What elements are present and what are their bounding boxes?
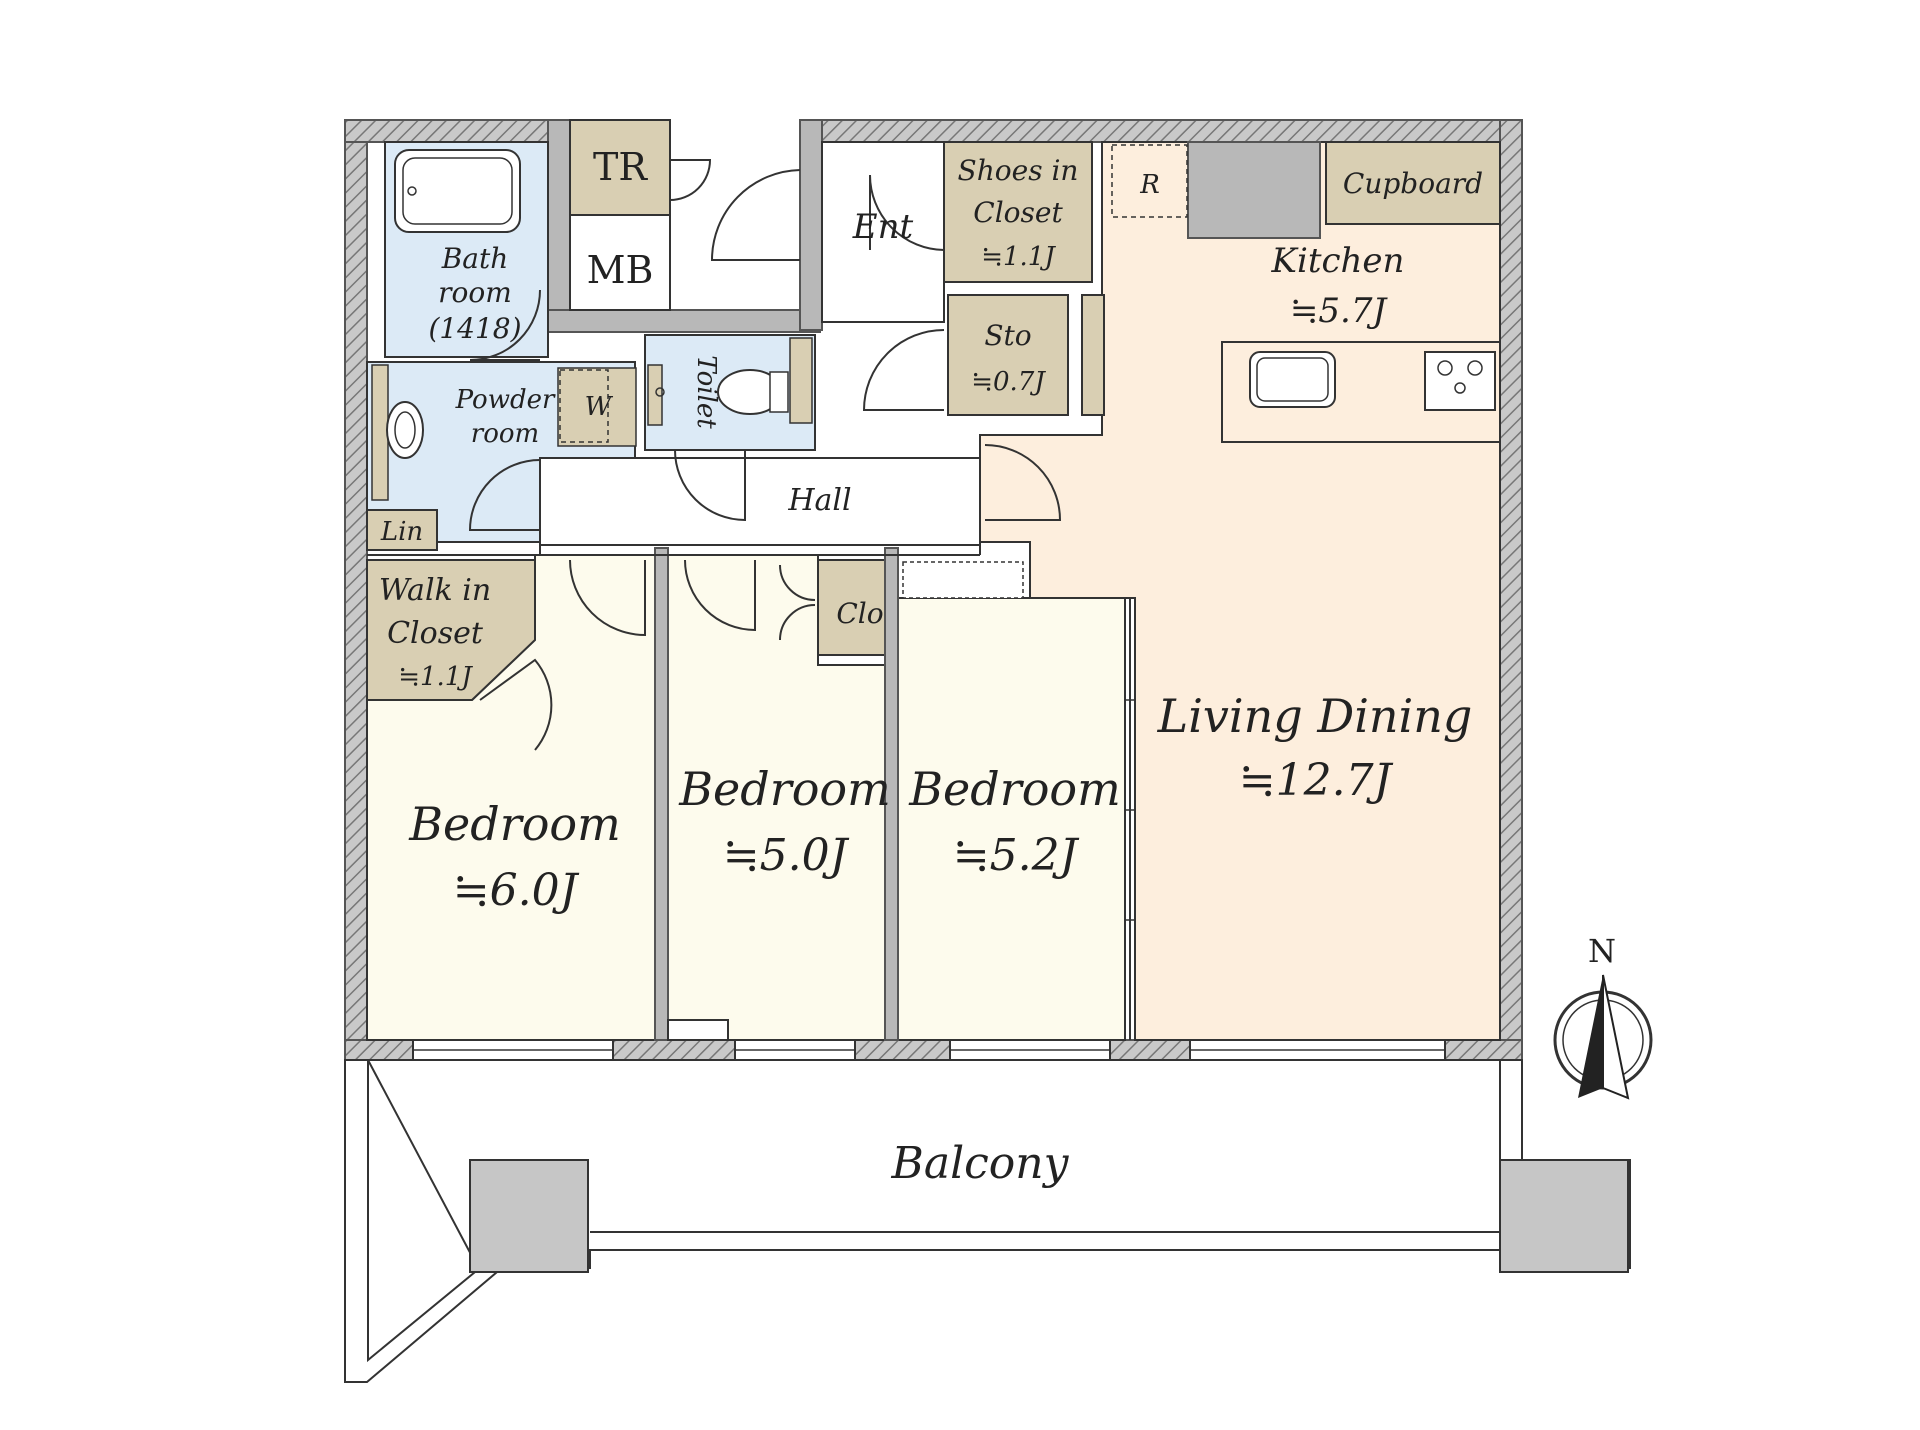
- washbasin: [386, 401, 424, 459]
- shoes-area: ≒1.1J: [981, 242, 1056, 272]
- wic-label-2: Closet: [387, 616, 484, 651]
- floor-grille: [902, 561, 1024, 599]
- toilet-cabinet: [789, 337, 813, 424]
- cupboard-label: Cupboard: [1343, 167, 1483, 200]
- pillar-right: [1499, 1159, 1629, 1273]
- storage-fills: [366, 119, 1501, 701]
- clo-closet: [817, 559, 889, 656]
- washer-outline: [559, 369, 609, 443]
- ent-label: Ent: [852, 207, 914, 247]
- kitchen-sink: [1249, 351, 1336, 408]
- balcony-label: Balcony: [891, 1138, 1070, 1189]
- sto-label: Sto: [984, 319, 1031, 352]
- toilet-label: Toilet: [691, 355, 721, 429]
- bath-label-2: room: [438, 276, 512, 309]
- bedroom-52-room: [897, 597, 1126, 1041]
- lin-closet: [366, 509, 438, 551]
- bath-label-1: Bath: [441, 242, 509, 275]
- living-area: ≒12.7J: [1239, 755, 1394, 806]
- living-label: Living Dining: [1157, 689, 1473, 743]
- mb-label: MB: [587, 248, 654, 292]
- north-arrow-icon: [1578, 975, 1603, 1098]
- hall-label: Hall: [787, 483, 851, 518]
- bedroom1-label: Bedroom: [408, 797, 620, 851]
- bathtub: [394, 149, 521, 233]
- lin-label: Lin: [380, 517, 423, 547]
- sto-side: [1081, 294, 1105, 416]
- toilet-cabinet-left: [647, 364, 663, 426]
- bedroom3-label: Bedroom: [908, 762, 1120, 816]
- bedroom3-area: ≒5.2J: [953, 830, 1080, 881]
- walk-in-closet: [366, 559, 536, 701]
- w-label: W: [585, 392, 614, 422]
- sto-area: ≒0.7J: [971, 367, 1046, 397]
- tr-box: [569, 119, 671, 216]
- clo-label: Clo: [836, 597, 883, 630]
- room-labels: TR MB Bath room (1418) Shoes in Closet ≒…: [379, 145, 1483, 1189]
- compass: N: [1553, 932, 1653, 1100]
- kitchen-area: ≒5.7J: [1290, 291, 1389, 331]
- powder-label-2: room: [471, 419, 539, 449]
- hall: [539, 457, 981, 546]
- kitchen-label: Kitchen: [1271, 241, 1405, 281]
- fridge-space: [1111, 144, 1188, 218]
- stove: [1424, 351, 1496, 411]
- entrance: [821, 141, 945, 323]
- wic-area: ≒1.1J: [398, 662, 473, 692]
- pillar-left: [469, 1159, 589, 1273]
- bedroom2-area: ≒5.0J: [723, 830, 850, 881]
- shoes-label-1: Shoes in: [958, 154, 1079, 187]
- north-label: N: [1588, 932, 1616, 970]
- washer-space: [557, 367, 637, 447]
- shoes-closet: [943, 141, 1093, 283]
- mb-box: [569, 214, 671, 311]
- fixtures: [386, 144, 1501, 599]
- doors: [468, 159, 1062, 751]
- powder-label-1: Powder: [455, 385, 556, 415]
- sto-closet: [947, 294, 1069, 416]
- bedroom2-label: Bedroom: [678, 762, 890, 816]
- wic-label-1: Walk in: [379, 573, 491, 608]
- bath-label-3: (1418): [428, 312, 521, 345]
- r-label: R: [1139, 170, 1160, 200]
- interior-walls: [367, 141, 1321, 1041]
- powder-cabinet: [371, 364, 389, 501]
- shoes-label-2: Closet: [973, 196, 1063, 229]
- balcony-area: [344, 1059, 1631, 1383]
- bedroom1-area: ≒6.0J: [453, 865, 580, 916]
- tr-label: TR: [593, 145, 648, 189]
- cupboard: [1325, 141, 1501, 225]
